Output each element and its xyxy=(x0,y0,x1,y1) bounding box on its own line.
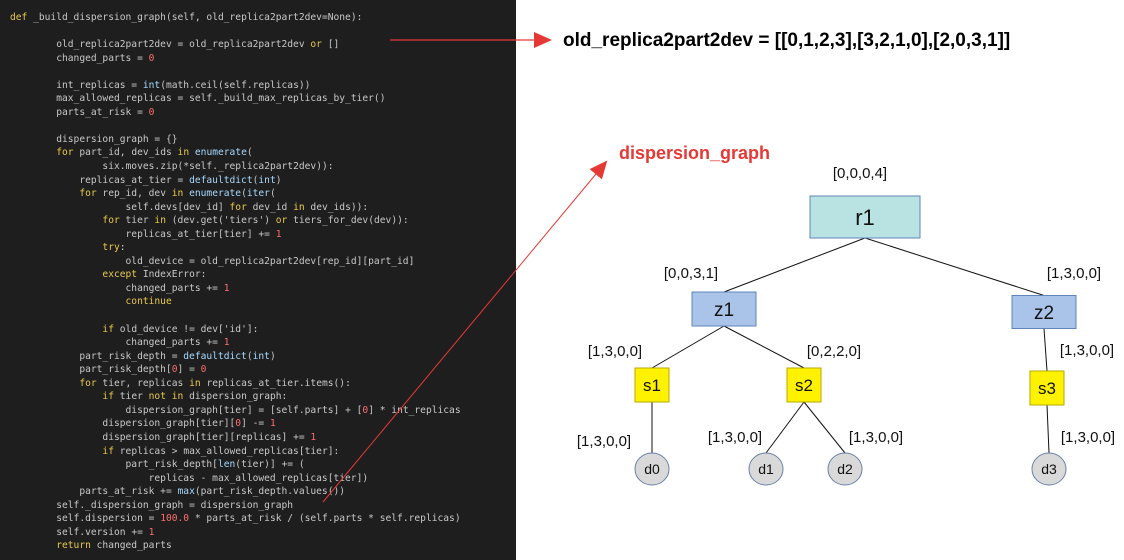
code-line: old_replica2part2dev = old_replica2part2… xyxy=(56,39,340,51)
edge-z1-s2 xyxy=(723,325,805,369)
node-z2: z2 [1,3,0,0] xyxy=(1011,265,1101,329)
code-line: def _build_dispersion_graph(self, old_re… xyxy=(10,12,363,23)
node-d2-label: d2 xyxy=(837,461,853,477)
dispersion-graph-arrow xyxy=(322,160,608,503)
code-line: max_allowed_replicas = self._build_max_r… xyxy=(56,93,386,105)
node-s3-vector: [1,3,0,0] xyxy=(1060,342,1114,359)
edge-r1-z2 xyxy=(864,237,1045,296)
node-d3: d3[1,3,0,0] xyxy=(1031,429,1115,486)
code-line: for part_id, dev_ids in enumerate( xyxy=(56,147,253,159)
node-s3-shape xyxy=(1029,370,1065,406)
node-s2-shape xyxy=(786,367,822,403)
code-line: replicas_at_tier = defaultdict(int) xyxy=(79,174,282,186)
code-line: self.devs[dev_id] for dev_id in dev_ids)… xyxy=(125,201,369,213)
graph-title: dispersion_graph xyxy=(619,143,770,163)
code-line: dispersion_graph[tier][0] -= 1 xyxy=(102,418,276,430)
edge-z1-s1 xyxy=(651,325,725,369)
node-s2-label: s2 xyxy=(795,376,813,395)
code-line: dispersion_graph = {} xyxy=(56,133,178,145)
code-line: return changed_parts xyxy=(56,540,172,552)
node-z1-vector: [0,0,3,1] xyxy=(664,265,718,282)
code-line: changed_parts += 1 xyxy=(125,337,230,349)
node-r1-shape xyxy=(809,195,921,239)
node-z2-label: z2 xyxy=(1034,303,1054,324)
node-d0-vector: [1,3,0,0] xyxy=(577,433,631,450)
node-r1: r1 [0,0,0,4] xyxy=(809,165,921,239)
node-s3-label: s3 xyxy=(1038,379,1056,398)
code-line: self.version += 1 xyxy=(56,526,155,538)
node-s1-label: s1 xyxy=(643,376,661,395)
code-line: changed_parts += 1 xyxy=(125,282,230,294)
node-d3-vector: [1,3,0,0] xyxy=(1061,429,1115,446)
node-d3-shape xyxy=(1031,452,1067,486)
node-r1-label: r1 xyxy=(855,205,875,230)
code-line: if tier not in dispersion_graph: xyxy=(102,391,288,403)
node-z2-vector: [1,3,0,0] xyxy=(1047,265,1101,282)
code-line: dispersion_graph[tier] = [self.parts] + … xyxy=(125,404,461,416)
code-line: parts_at_risk = 0 xyxy=(56,106,155,118)
node-s2-vector: [0,2,2,0] xyxy=(807,343,861,360)
code-line: if old_device != dev['id']: xyxy=(102,323,259,335)
node-s1: s1[1,3,0,0] xyxy=(588,343,670,403)
code-line: dispersion_graph[tier][replicas] += 1 xyxy=(102,431,317,443)
edge-s2-d2 xyxy=(803,401,846,454)
edge-r1-z1 xyxy=(723,237,866,293)
node-d0-shape xyxy=(634,452,670,486)
node-d1-label: d1 xyxy=(758,461,774,477)
code-line: int_replicas = int(math.ceil(self.replic… xyxy=(56,79,311,91)
node-s1-vector: [1,3,0,0] xyxy=(588,343,642,360)
code-line: replicas - max_allowed_replicas[tier]) xyxy=(148,472,369,484)
node-d1-vector: [1,3,0,0] xyxy=(708,429,762,446)
node-d0-label: d0 xyxy=(644,461,660,477)
code-line: for tier in (dev.get('tiers') or tiers_f… xyxy=(102,215,409,227)
edge-s3-d3 xyxy=(1046,404,1050,454)
annotation-text: old_replica2part2dev = [[0,1,2,3],[3,2,1… xyxy=(563,30,1010,51)
code-line: self._dispersion_graph = dispersion_grap… xyxy=(56,499,294,511)
node-s2: s2 [0,2,2,0] xyxy=(786,343,861,403)
node-d1-shape xyxy=(748,452,784,486)
code-line: six.moves.zip(*self._replica2part2dev)): xyxy=(102,161,334,173)
code-line: part_risk_depth[len(tier)] += ( xyxy=(125,459,305,471)
node-d0: d0 [1,3,0,0] xyxy=(577,433,670,486)
code-line: try: xyxy=(102,242,126,254)
node-d3-label: d3 xyxy=(1041,461,1057,477)
node-d2-vector: [1,3,0,0] xyxy=(849,429,903,446)
node-d1: d1 [1,3,0,0] xyxy=(708,429,784,486)
code-line: if replicas > max_allowed_replicas[tier]… xyxy=(102,445,340,457)
code-line: part_risk_depth[0] = 0 xyxy=(79,364,207,376)
node-z1-shape xyxy=(691,291,757,327)
node-z1-label: z1 xyxy=(714,300,734,321)
code-listing: def _build_dispersion_graph(self, old_re… xyxy=(10,11,461,553)
code-line: for tier, replicas in replicas_at_tier.i… xyxy=(79,377,351,389)
code-line: replicas_at_tier[tier] += 1 xyxy=(125,228,282,240)
code-line: except IndexError: xyxy=(102,269,207,281)
code-line: continue xyxy=(125,296,172,308)
node-r1-vector: [0,0,0,4] xyxy=(833,165,887,182)
node-s3: s3 [1,3,0,0] xyxy=(1029,342,1114,406)
tree-nodes: r1[0,0,0,4]z1[0,0,3,1]z2[1,3,0,0]s1[1,3,… xyxy=(577,165,1115,486)
tree-edges xyxy=(651,237,1050,454)
node-z1: z1 [0,0,3,1] xyxy=(664,265,757,327)
code-line: for rep_id, dev in enumerate(iter( xyxy=(79,188,276,200)
node-d2: d2 [1,3,0,0] xyxy=(827,429,903,486)
code-line: old_device = old_replica2part2dev[rep_id… xyxy=(125,255,415,267)
node-s1-shape xyxy=(634,367,670,403)
code-line: part_risk_depth = defaultdict(int) xyxy=(79,350,276,362)
edge-s2-d1 xyxy=(765,401,805,454)
code-line: parts_at_risk += max(part_risk_depth.val… xyxy=(79,486,346,498)
node-z2-shape xyxy=(1011,295,1077,329)
edge-z2-s3 xyxy=(1043,328,1048,372)
node-d2-shape xyxy=(827,452,863,486)
code-panel: def _build_dispersion_graph(self, old_re… xyxy=(0,0,516,560)
code-line: changed_parts = 0 xyxy=(56,52,155,64)
code-line: self.dispersion = 100.0 * parts_at_risk … xyxy=(56,513,461,525)
